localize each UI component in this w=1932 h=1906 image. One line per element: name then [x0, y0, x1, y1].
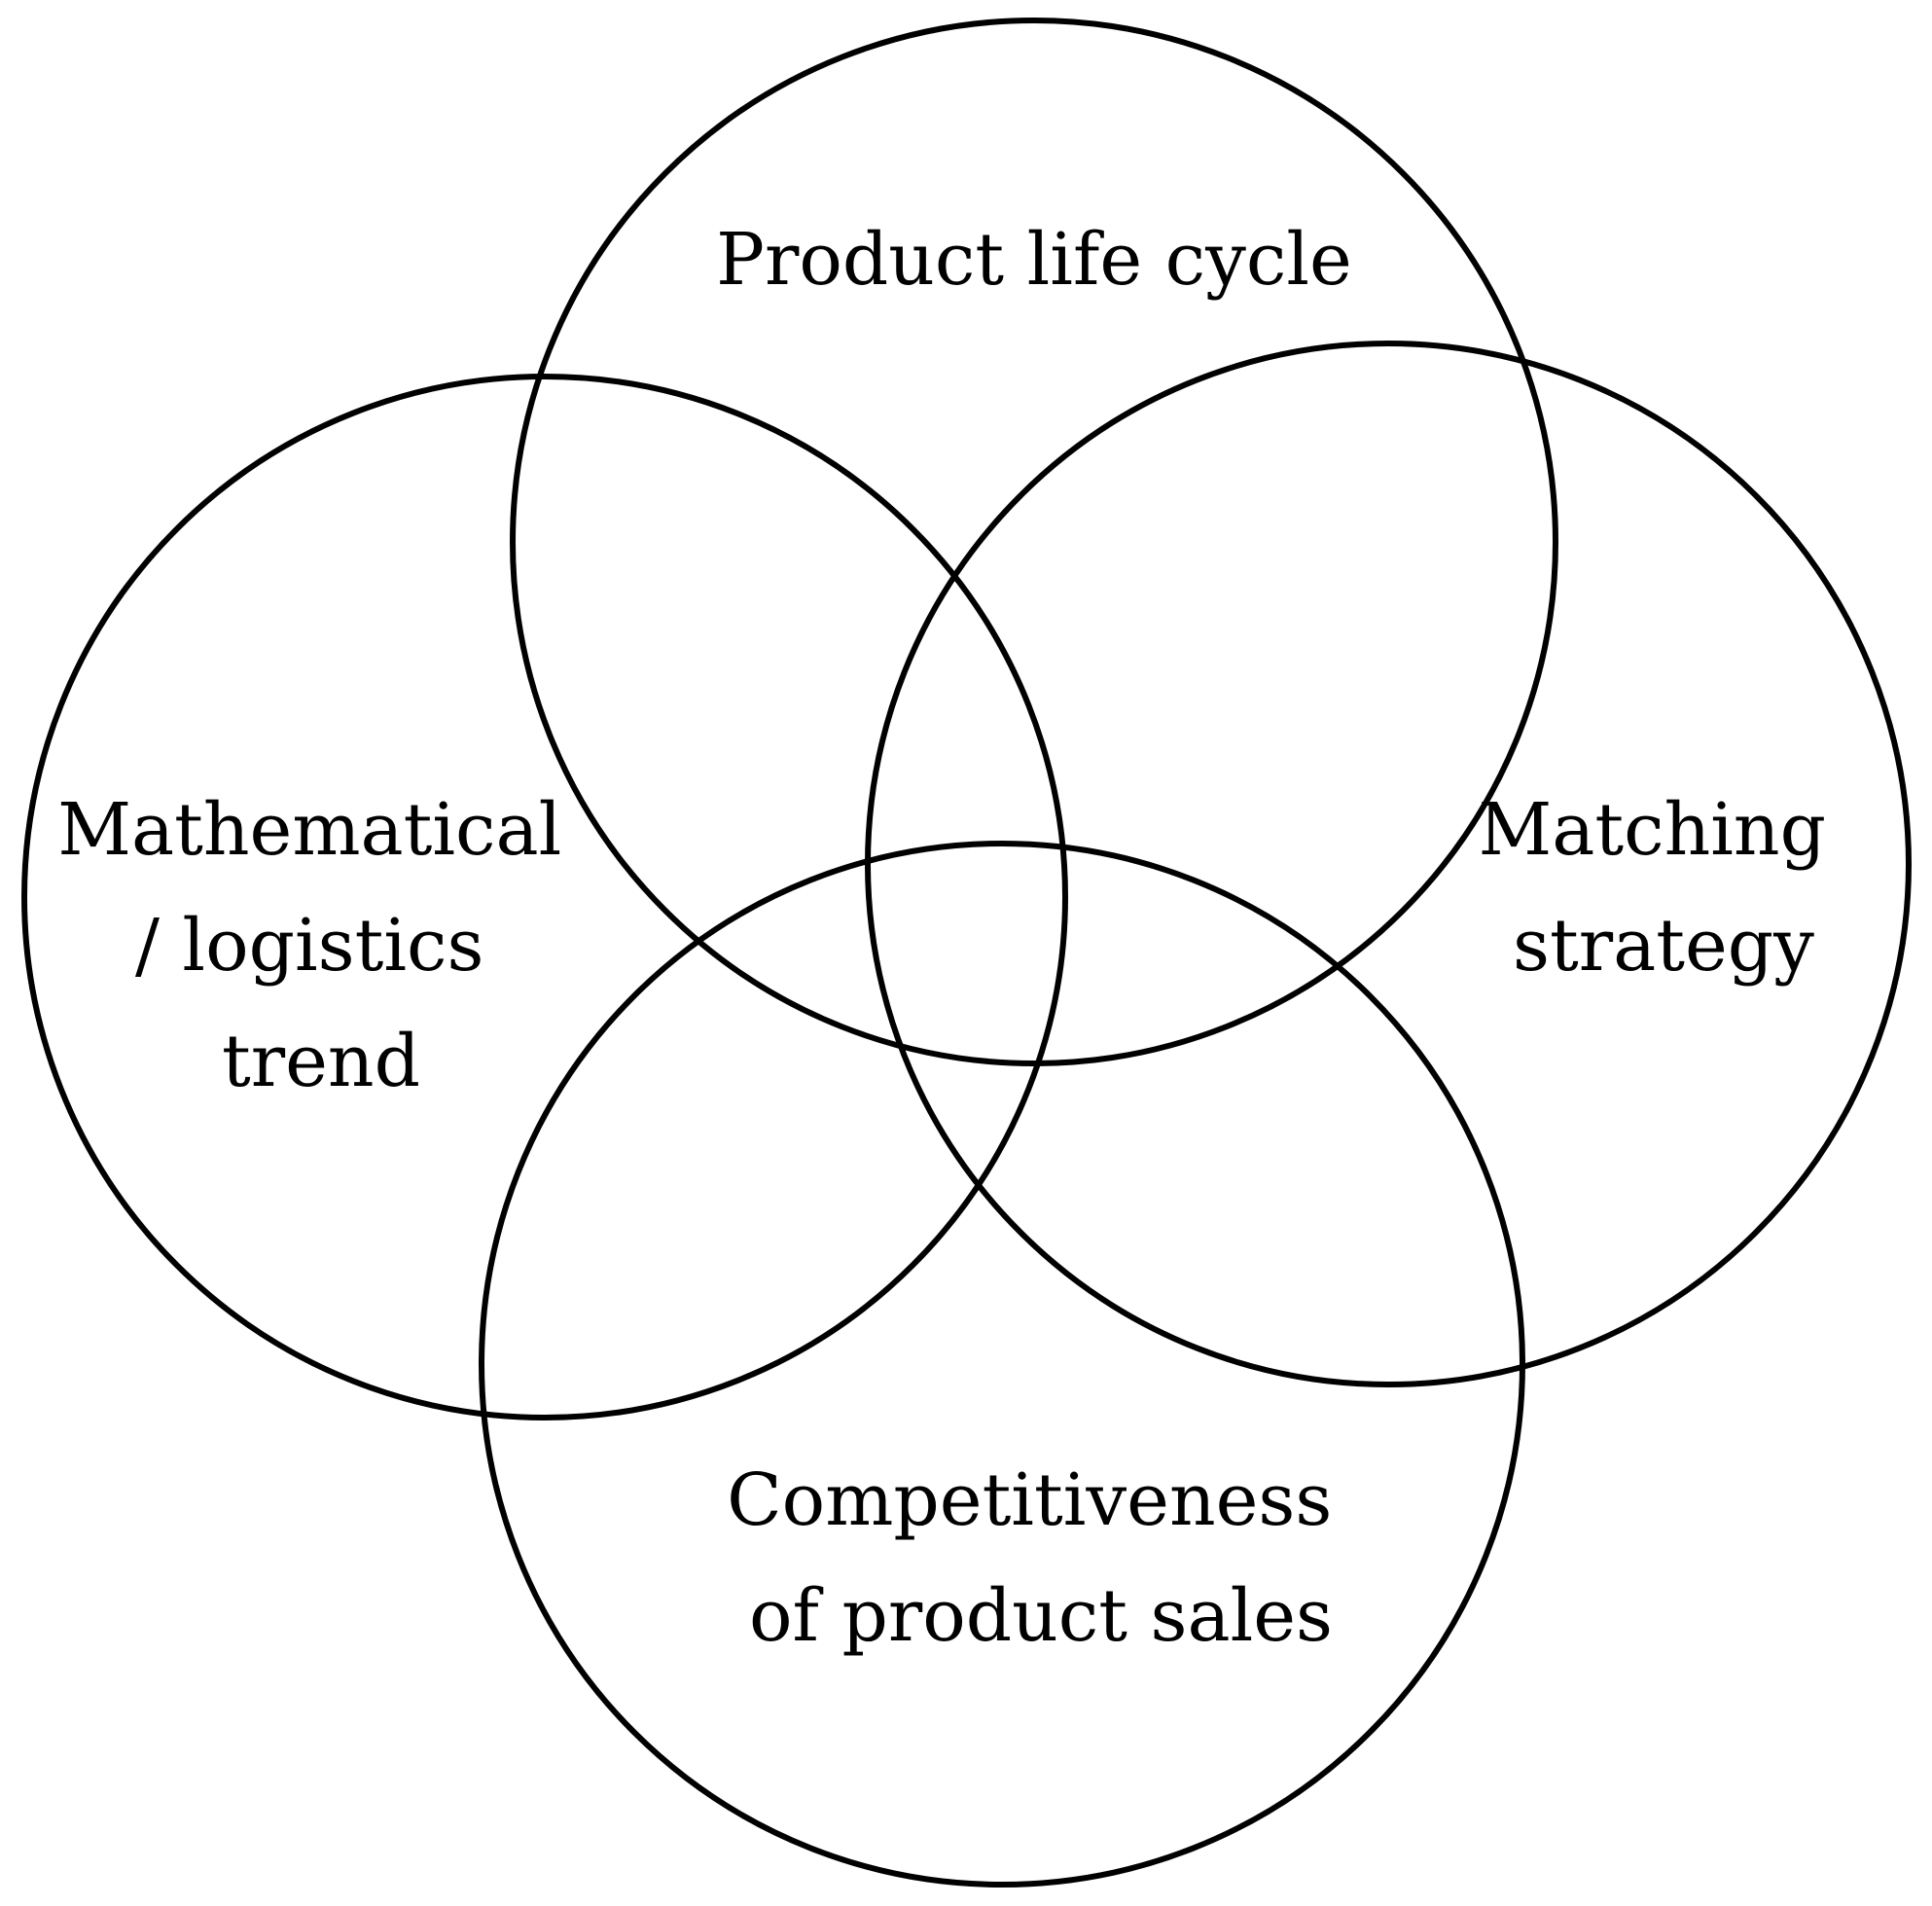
label-line: / logistics [135, 904, 484, 988]
circle-competitiveness-of-product-sales [479, 841, 1525, 1888]
label-line: Mathematical [57, 788, 561, 872]
label-line: Product life cycle [716, 218, 1352, 302]
circle-mathematical-logistics-trend [21, 374, 1068, 1421]
label-line: of product sales [749, 1574, 1333, 1658]
label-mathematical-logistics-trend: Mathematical / logistics trend [57, 788, 585, 1103]
circle-product-life-cycle [510, 18, 1558, 1066]
label-competitiveness-of-product-sales: Competitiveness of product sales [727, 1458, 1355, 1658]
label-line: Matching [1479, 788, 1826, 872]
label-line: trend [222, 1020, 420, 1103]
label-line: Competitiveness [727, 1458, 1332, 1542]
label-matching-strategy: Matching strategy [1479, 788, 1849, 988]
label-product-life-cycle: Product life cycle [716, 218, 1352, 302]
label-line: strategy [1513, 904, 1814, 988]
